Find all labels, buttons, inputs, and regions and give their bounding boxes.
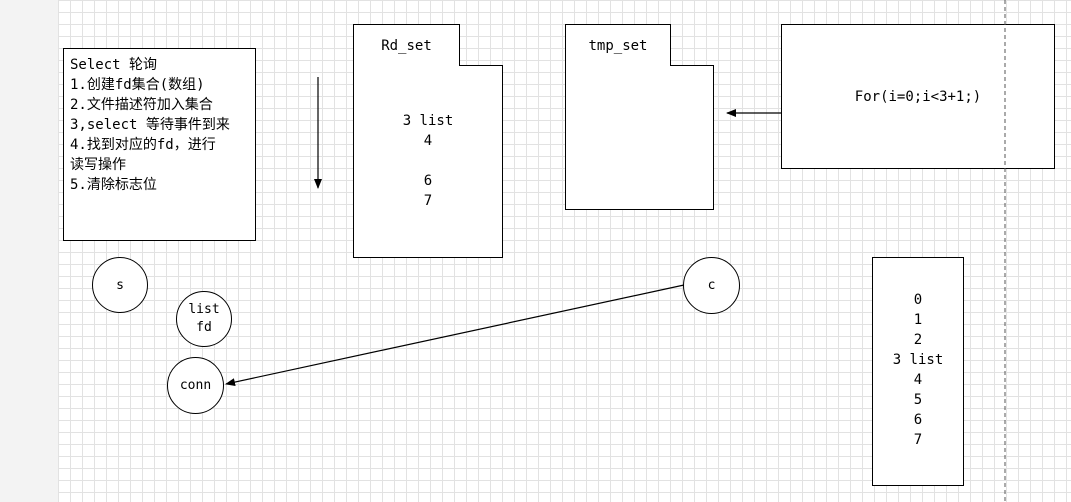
select-note-line: 4.找到对应的fd，进行 <box>70 137 216 153</box>
select-note-line: 5.清除标志位 <box>70 177 157 193</box>
node-list-fd-label-1: list <box>188 302 220 317</box>
select-note-line: 1.创建fd集合(数组) <box>70 77 205 93</box>
tmp-set-tab-join <box>566 64 670 66</box>
fd-array-item: 6 <box>913 412 923 428</box>
rd-set-item: 6 <box>423 173 433 189</box>
fd-array-box[interactable]: 0 1 2 3 list 4 5 6 7 <box>872 257 964 486</box>
node-list-fd-label-2: fd <box>196 320 212 335</box>
tmp-set-tab-label: tmp_set <box>588 38 648 54</box>
node-c[interactable]: c <box>683 257 740 314</box>
select-note-line: Select 轮询 <box>70 57 158 73</box>
node-s-label: s <box>116 277 124 293</box>
for-loop-label: For(i=0;i<3+1;) <box>854 88 982 105</box>
fd-array-item: 1 <box>913 312 923 328</box>
node-conn[interactable]: conn <box>167 357 224 414</box>
select-note-box[interactable]: Select 轮询 1.创建fd集合(数组) 2.文件描述符加入集合 3,sel… <box>63 48 256 241</box>
fd-array-item: 0 <box>913 292 923 308</box>
node-conn-label: conn <box>179 378 212 393</box>
fd-array-item: 5 <box>913 392 923 408</box>
rd-set-tab[interactable]: Rd_set <box>353 24 460 67</box>
select-note-line: 2.文件描述符加入集合 <box>70 97 213 113</box>
select-note-line: 3,select 等待事件到来 <box>70 117 230 133</box>
node-list-fd[interactable]: list fd <box>176 291 232 347</box>
fd-array-item: 4 <box>913 372 923 388</box>
rd-set-body[interactable]: 3 list 4 6 7 <box>353 65 503 258</box>
tmp-set-body[interactable] <box>565 65 714 210</box>
rd-set-item: 3 list <box>402 113 454 129</box>
rd-set-item: 4 <box>423 133 433 149</box>
rd-set-tab-join <box>354 64 459 66</box>
fd-array-item: 7 <box>913 432 923 448</box>
node-c-label: c <box>707 278 716 293</box>
node-s[interactable]: s <box>92 257 148 313</box>
for-loop-box[interactable]: For(i=0;i<3+1;) <box>781 24 1055 169</box>
fd-array-item: 3 list <box>892 352 944 368</box>
rd-set-tab-label: Rd_set <box>381 37 432 54</box>
fd-array-item: 2 <box>913 332 923 348</box>
rd-set-item: 7 <box>423 193 433 209</box>
select-note-line: 读写操作 <box>70 157 126 173</box>
tmp-set-tab[interactable]: tmp_set <box>565 24 671 68</box>
